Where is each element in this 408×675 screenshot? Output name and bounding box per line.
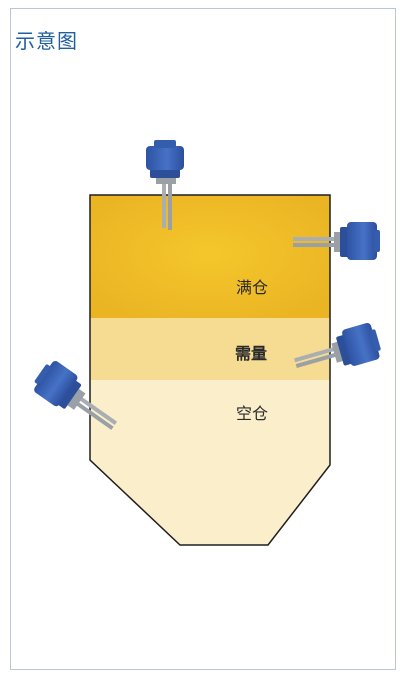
zone-demand	[90, 318, 330, 380]
zone-empty	[90, 380, 330, 545]
silo-fill	[90, 195, 330, 545]
zone-full-label: 满仓	[236, 278, 268, 297]
silo-outline	[89, 194, 331, 546]
level-switch-sensor-icon	[294, 322, 381, 368]
level-switch-sensor-icon	[146, 140, 184, 230]
level-switch-sensor-icon	[293, 222, 380, 260]
level-switch-sensor-icon	[34, 361, 118, 430]
zone-demand-label: 需量	[235, 344, 267, 363]
zone-full	[90, 195, 330, 318]
zone-empty-label: 空仓	[236, 404, 268, 423]
panel-title: 示意图	[15, 29, 78, 53]
